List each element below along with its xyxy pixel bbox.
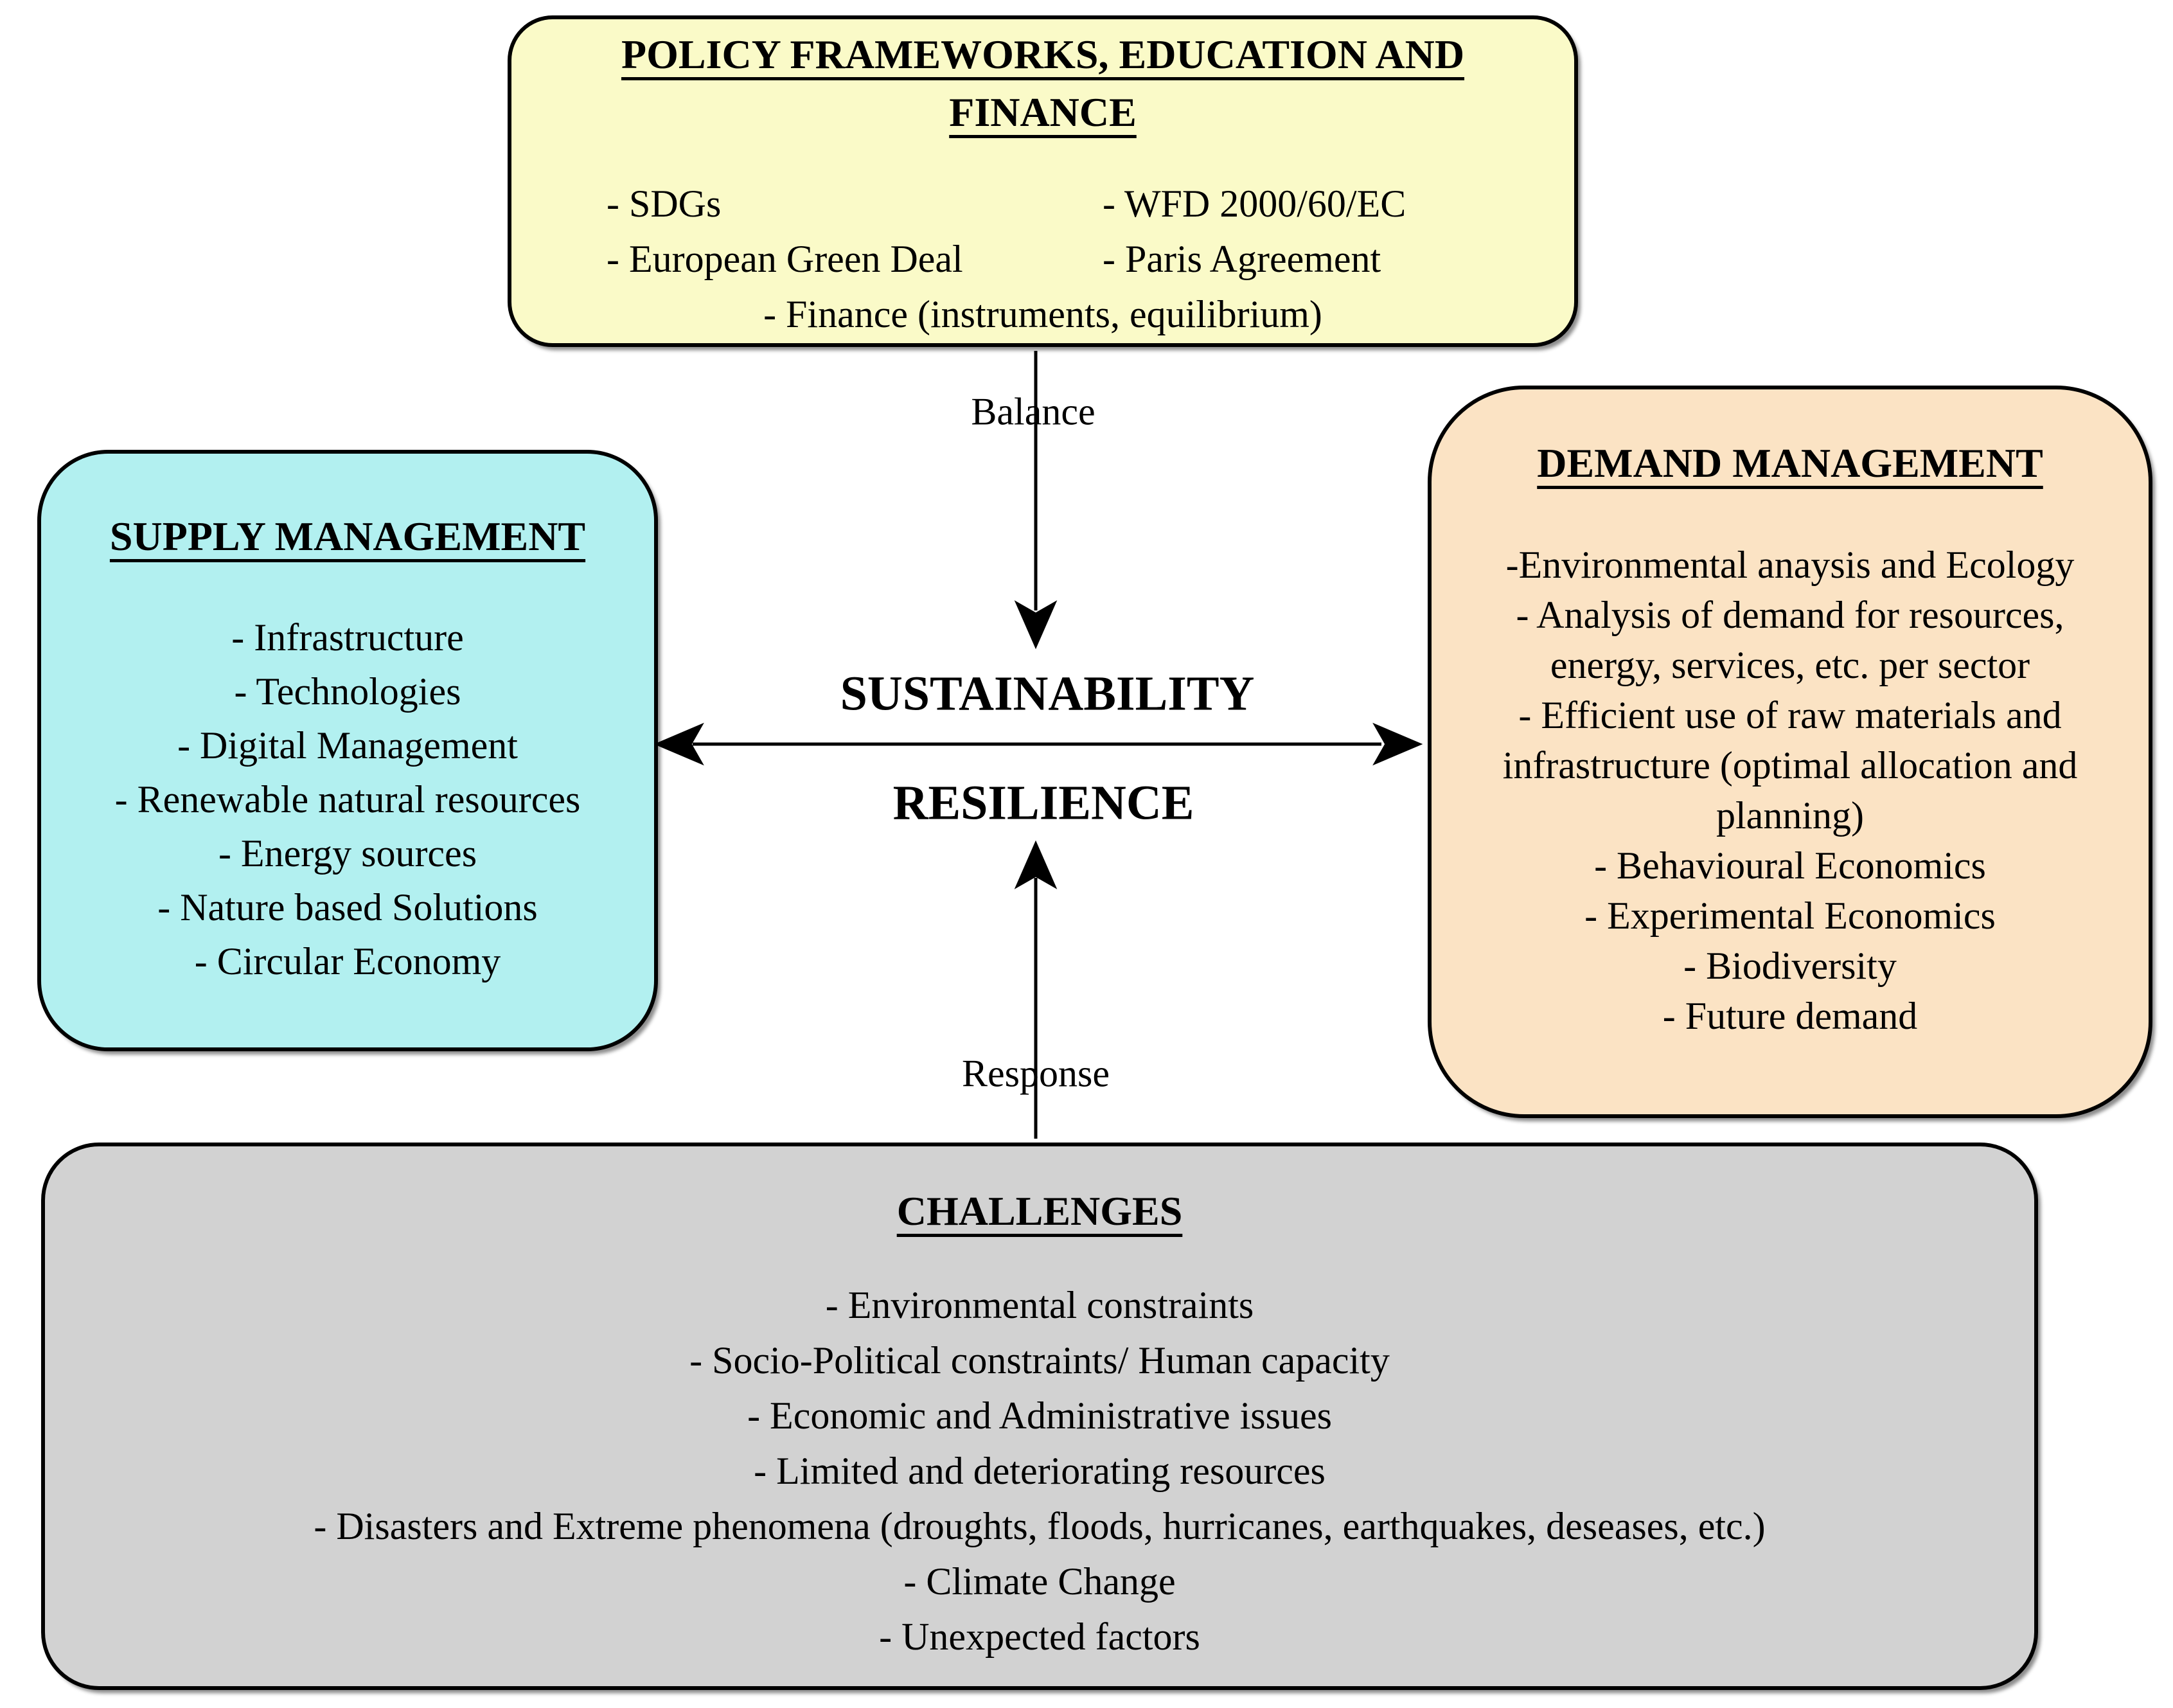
balance-arrowhead-down-icon — [1014, 600, 1058, 650]
list-item: - Disasters and Extreme phenomena (droug… — [314, 1505, 1766, 1547]
list-item: - European Green Deal — [607, 238, 963, 280]
list-item: - Socio-Political constraints/ Human cap… — [689, 1339, 1390, 1382]
list-item: - Unexpected factors — [879, 1615, 1200, 1658]
policy-box: POLICY FRAMEWORKS, EDUCATION AND FINANCE… — [508, 15, 1578, 347]
challenges-items: - Environmental constraints - Socio-Polit… — [58, 1277, 2021, 1664]
policy-title: POLICY FRAMEWORKS, EDUCATION AND FINANCE — [621, 31, 1465, 135]
list-item: - Economic and Administrative issues — [747, 1394, 1332, 1437]
list-item: - Energy sources — [218, 832, 477, 875]
list-item: - Infrastructure — [231, 616, 464, 659]
list-item: - Environmental constraints — [825, 1284, 1254, 1326]
supply-management-box: SUPPLY MANAGEMENT - Infrastructure - Tech… — [37, 450, 658, 1051]
arrowhead-right-icon — [1372, 722, 1423, 766]
list-item: - Circular Economy — [194, 940, 501, 983]
challenges-title: CHALLENGES — [896, 1188, 1183, 1234]
list-item: - WFD 2000/60/EC — [1103, 182, 1406, 225]
demand-title: DEMAND MANAGEMENT — [1537, 440, 2043, 486]
list-item: - Paris Agreement — [1103, 238, 1381, 280]
policy-items-right: - WFD 2000/60/EC - Paris Agreement — [1103, 176, 1561, 287]
demand-management-box: DEMAND MANAGEMENT -Environmental anaysis… — [1428, 386, 2152, 1118]
response-arrowhead-up-icon — [1014, 840, 1058, 889]
list-item: - SDGs — [607, 182, 722, 225]
list-item: - Nature based Solutions — [157, 886, 538, 929]
list-item: - Digital Management — [177, 724, 518, 767]
list-item: - Technologies — [234, 670, 461, 713]
demand-items: -Environmental anaysis and Ecology - Anal… — [1437, 540, 2143, 1041]
arrowhead-left-icon — [653, 722, 704, 766]
list-item: - Behavioural Economics — [1594, 844, 1986, 887]
sustainability-label: SUSTAINABILITY — [840, 666, 1255, 721]
list-item: - Limited and deteriorating resources — [754, 1450, 1326, 1492]
response-label: Response — [962, 1052, 1110, 1095]
supply-items: - Infrastructure - Technologies - Digital … — [48, 610, 648, 988]
policy-items-left: - SDGs - European Green Deal — [524, 176, 1103, 287]
balance-label: Balance — [971, 390, 1095, 433]
list-item: - Biodiversity — [1683, 945, 1897, 987]
list-item: - Renewable natural resources — [114, 778, 581, 821]
policy-items-columns: - SDGs - European Green Deal - WFD 2000/6… — [524, 176, 1561, 287]
list-item: - Future demand — [1662, 995, 1918, 1037]
list-item: - Experimental Economics — [1584, 894, 1996, 937]
supply-title: SUPPLY MANAGEMENT — [109, 513, 586, 559]
resilience-label: RESILIENCE — [892, 776, 1194, 830]
policy-finance-item: - Finance (instruments, equilibrium) — [763, 293, 1322, 335]
list-item: -Environmental anaysis and Ecology — [1505, 544, 2075, 586]
list-item: - Efficient use of raw materials and inf… — [1502, 694, 2078, 837]
list-item: - Climate Change — [903, 1560, 1176, 1603]
challenges-box: CHALLENGES - Environmental constraints- … — [41, 1143, 2038, 1690]
list-item: - Analysis of demand for resources, ener… — [1516, 594, 2064, 686]
